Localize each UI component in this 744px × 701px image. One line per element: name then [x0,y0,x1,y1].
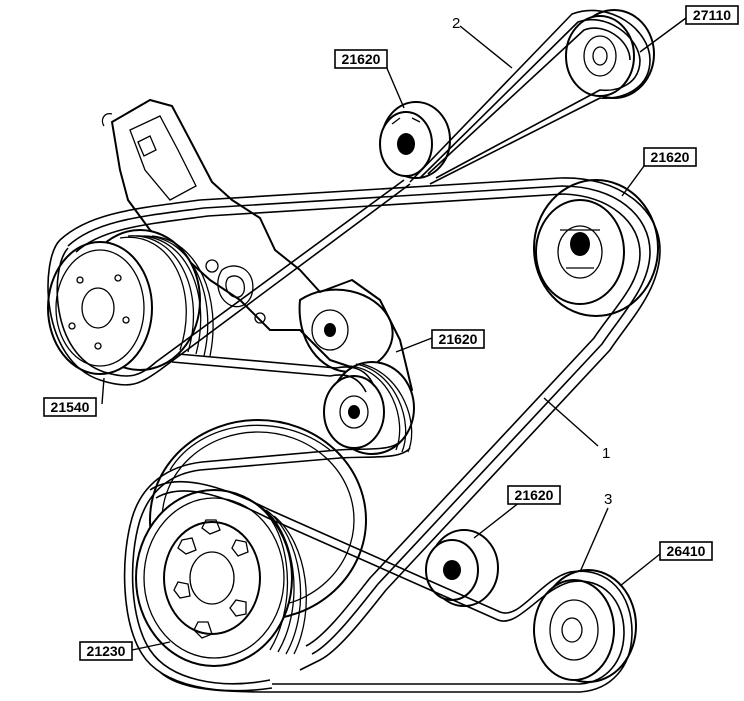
belt-1 [47,177,661,692]
label-idler-lower-text: 21620 [515,487,554,503]
label-pulley-top-right-text: 27110 [693,7,731,23]
ac-compressor-pulley [533,569,637,683]
belt-3-number: 3 [604,491,612,508]
alternator-pulley [47,229,214,375]
top-tensioner-pulley [379,101,451,179]
label-idler-lower: 21620 [507,485,561,505]
belt-2-number: 2 [452,15,460,32]
label-alternator: 21540 [43,397,97,417]
belt-2 [409,9,651,185]
label-tensioner-mid: 21620 [431,329,485,349]
label-tensioner-top: 21620 [334,49,388,69]
label-crankshaft-text: 21230 [87,643,126,659]
label-alternator-text: 21540 [51,399,90,415]
label-ac-compressor: 26410 [659,541,713,561]
belt-1-number: 1 [602,445,610,462]
leader-lines [101,17,687,651]
label-tensioner-top-text: 21620 [342,51,381,67]
label-crankshaft: 21230 [79,641,133,661]
label-ac-compressor-text: 26410 [667,543,706,559]
mid-tensioner [298,288,394,373]
label-idler-right: 21620 [643,147,697,167]
belt-3 [149,481,633,693]
crankshaft-pulley [135,489,307,667]
right-idler-pulley [533,179,659,317]
small-idler-pulley [323,361,415,455]
label-pulley-top-right: 27110 [685,5,739,25]
label-idler-right-text: 21620 [651,149,690,165]
label-tensioner-mid-text: 21620 [439,331,478,347]
